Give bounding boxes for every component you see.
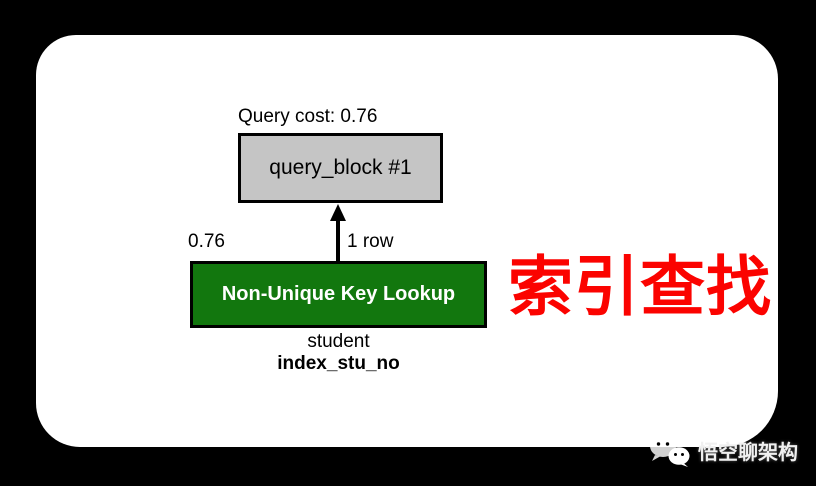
watermark-label: 悟空聊架构 <box>698 441 798 464</box>
table-name-label: student <box>307 331 370 352</box>
index-name-label: index_stu_no <box>277 353 400 374</box>
query-block-label: query_block #1 <box>269 156 412 179</box>
edge-cost-label: 0.76 <box>188 231 225 252</box>
edge-rows-label: 1 row <box>347 231 394 252</box>
operation-node: Non-Unique Key Lookup <box>190 261 487 328</box>
white-card <box>36 35 778 447</box>
annotation-text: 索引查找 <box>508 250 773 323</box>
query-cost-label: Query cost: 0.76 <box>238 106 378 127</box>
watermark: 悟空聊架构 <box>648 433 798 467</box>
wechat-icon <box>650 435 690 467</box>
edge-arrowhead-up-icon <box>330 204 346 221</box>
query-block-node: query_block #1 <box>238 133 443 203</box>
operation-node-label: Non-Unique Key Lookup <box>221 283 456 305</box>
edge-line <box>336 214 340 262</box>
